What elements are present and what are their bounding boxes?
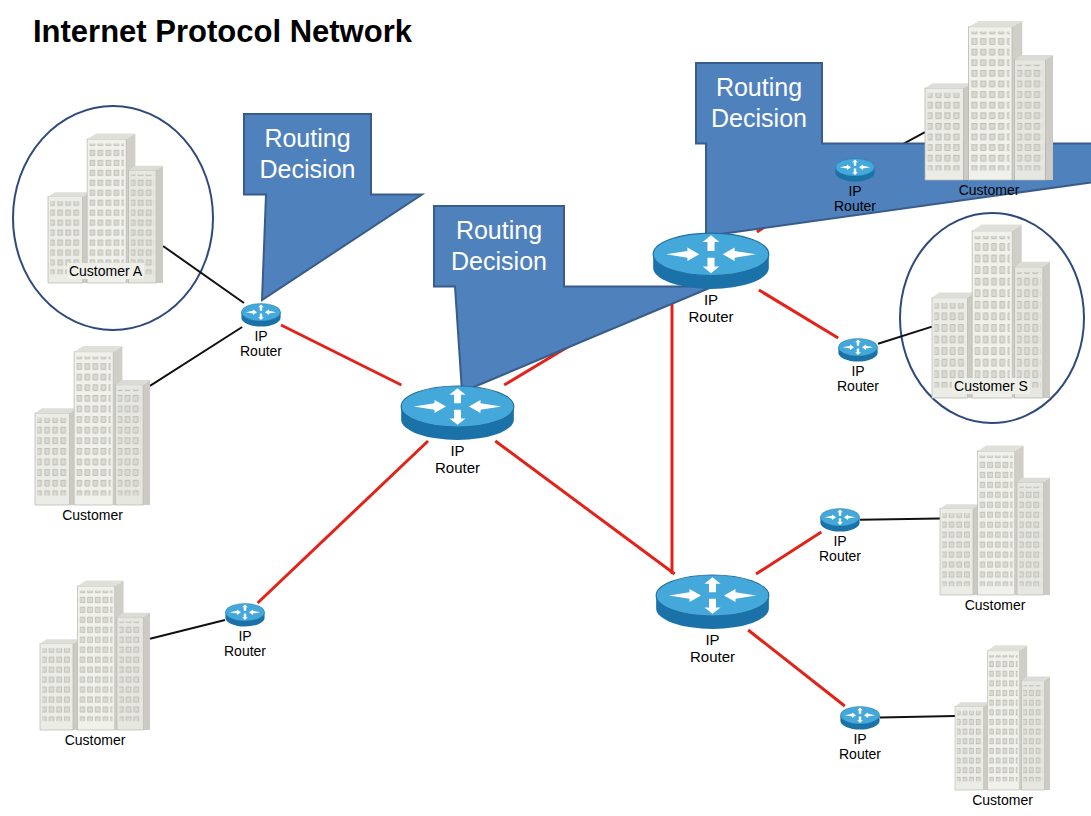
label-holder: Customer <box>959 182 1020 198</box>
label-holder: Customer <box>972 792 1033 808</box>
customer-label: Customer <box>972 792 1033 808</box>
building-icon <box>40 575 150 730</box>
router-label: IP Router <box>240 329 282 360</box>
router-icon <box>835 158 875 182</box>
backbone-link <box>495 441 674 574</box>
customer-label: Customer S <box>952 378 1030 394</box>
router-icon <box>652 232 770 290</box>
access-link <box>878 327 932 344</box>
routing-callout: Routing Decision <box>433 205 565 288</box>
customer-building: Customer <box>925 15 1053 180</box>
access-link <box>860 518 940 519</box>
building-icon <box>955 640 1050 790</box>
label-holder: IP Router <box>435 443 480 476</box>
customer-label: Customer <box>65 732 126 748</box>
router-label: IP Router <box>688 292 733 325</box>
label-holder: Customer A <box>48 262 163 280</box>
customer-label: Customer A <box>67 263 144 279</box>
building-icon <box>940 440 1050 595</box>
router-label: IP Router <box>839 732 881 763</box>
building-icon <box>35 340 150 505</box>
router-label: IP Router <box>690 632 735 665</box>
label-holder: IP Router <box>690 632 735 665</box>
label-holder: IP Router <box>224 629 266 660</box>
ip-router: IP Router <box>835 158 875 182</box>
router-icon <box>655 574 770 630</box>
page-title: Internet Protocol Network <box>33 14 412 50</box>
highlight-circle <box>900 213 1084 423</box>
ip-router: IP Router <box>655 574 770 630</box>
customer-building: Customer <box>35 340 150 505</box>
label-holder: IP Router <box>837 364 879 395</box>
customer-building: Customer S <box>932 218 1050 398</box>
router-icon <box>838 338 878 362</box>
access-link <box>150 327 242 386</box>
label-holder: IP Router <box>819 534 861 565</box>
label-holder: IP Router <box>839 732 881 763</box>
backbone-link <box>281 325 401 385</box>
router-label: IP Router <box>837 364 879 395</box>
router-icon <box>400 385 515 441</box>
backbone-link <box>759 290 838 338</box>
customer-label: Customer <box>965 597 1026 613</box>
router-label: IP Router <box>224 629 266 660</box>
customer-label: Customer <box>959 182 1020 198</box>
customer-building: Customer A <box>48 128 163 283</box>
label-holder: Customer <box>65 732 126 748</box>
callout-text: Routing Decision <box>243 113 372 196</box>
ip-router: IP Router <box>838 338 878 362</box>
access-link <box>880 716 955 718</box>
customer-building: Customer <box>940 440 1050 595</box>
highlight-circle <box>13 106 213 330</box>
router-label: IP Router <box>819 534 861 565</box>
ip-router: IP Router <box>840 706 880 730</box>
router-label: IP Router <box>435 443 480 476</box>
access-link <box>150 620 225 639</box>
router-icon <box>840 706 880 730</box>
routing-callout: Routing Decision <box>243 113 372 196</box>
routing-callout: Routing Decision <box>695 62 823 145</box>
label-holder: IP Router <box>688 292 733 325</box>
ip-router: IP Router <box>820 508 860 532</box>
label-holder: Customer <box>965 597 1026 613</box>
customer-building: Customer <box>955 640 1050 790</box>
backbone-link <box>258 441 428 603</box>
label-holder: IP Router <box>834 184 876 215</box>
backbone-link <box>671 290 674 574</box>
label-holder: Customer <box>62 507 123 523</box>
ip-router: IP Router <box>652 232 770 290</box>
customer-building: Customer <box>40 575 150 730</box>
router-icon <box>820 508 860 532</box>
ip-router: IP Router <box>225 603 265 627</box>
building-icon <box>932 218 1050 398</box>
label-holder: Customer S <box>932 377 1050 395</box>
callout-text: Routing Decision <box>695 62 823 145</box>
backbone-link <box>756 532 821 574</box>
callout-text: Routing Decision <box>433 205 565 288</box>
router-icon <box>241 303 281 327</box>
ip-router: IP Router <box>400 385 515 441</box>
label-holder: IP Router <box>240 329 282 360</box>
access-link <box>163 246 244 303</box>
building-icon <box>925 15 1053 180</box>
building-icon <box>48 128 163 283</box>
ip-router: IP Router <box>241 303 281 327</box>
customer-label: Customer <box>62 507 123 523</box>
router-label: IP Router <box>834 184 876 215</box>
router-icon <box>225 603 265 627</box>
backbone-link <box>748 630 845 706</box>
